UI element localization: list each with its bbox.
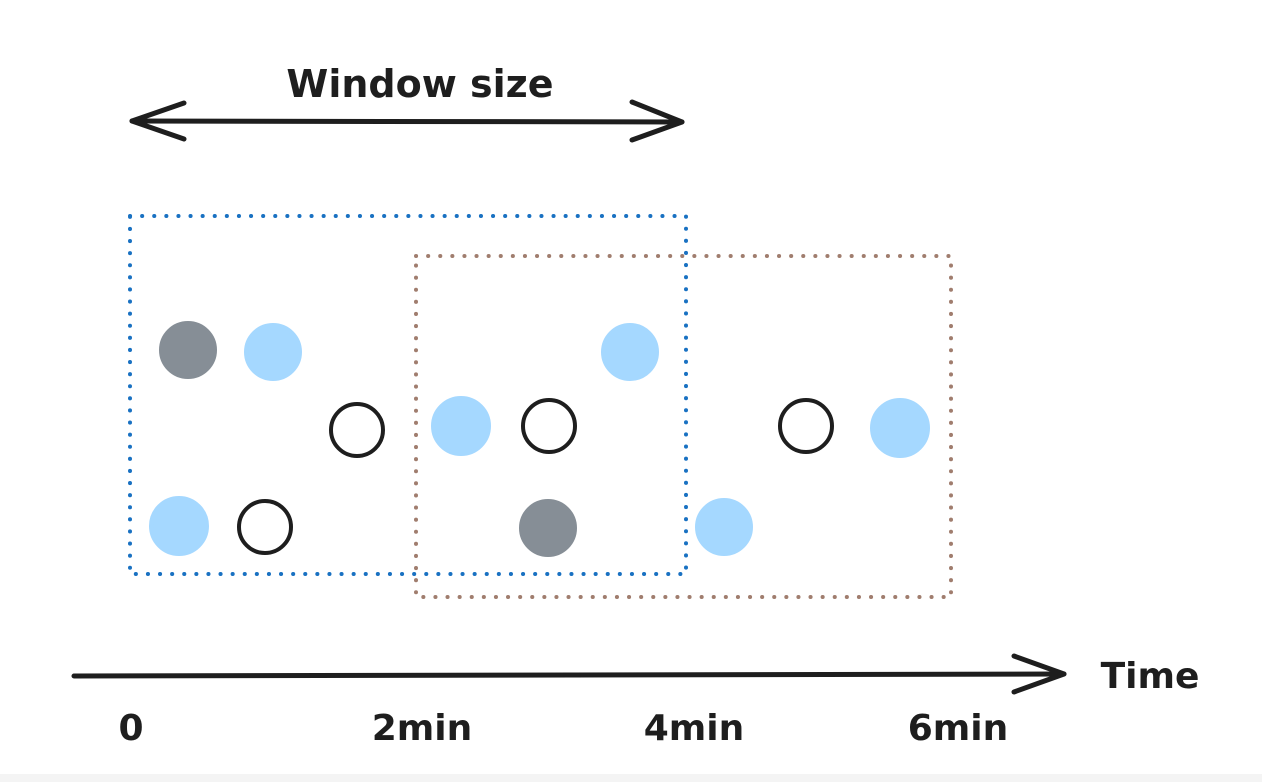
event-outline [329, 402, 385, 458]
window-size-arrow-shaft [129, 118, 685, 125]
time-axis [71, 653, 1067, 695]
window-size-arrow-left-head [129, 100, 187, 142]
event-outline [778, 398, 834, 454]
event-gray-filled [519, 499, 577, 557]
window-size-label: Window size [286, 62, 553, 106]
event-gray-filled [159, 321, 217, 379]
events-layer [149, 321, 930, 557]
event-light-blue [244, 323, 302, 381]
time-axis-label: Time [1101, 656, 1200, 697]
tick-label-6min: 6min [908, 708, 1009, 749]
bottom-strip [0, 774, 1262, 782]
time-axis-line [71, 671, 1067, 679]
window-size-arrow-right-head [629, 99, 685, 143]
window-2-frame [414, 254, 953, 599]
event-outline [237, 499, 293, 555]
time-axis-arrow-head [1011, 653, 1067, 695]
event-light-blue [870, 398, 930, 458]
event-outline [521, 398, 577, 454]
event-light-blue [601, 323, 659, 381]
window-1-frame [128, 214, 688, 576]
window-size-arrow [129, 99, 685, 143]
event-light-blue [695, 498, 753, 556]
tick-label-0: 0 [118, 708, 143, 749]
tick-label-2min: 2min [372, 708, 473, 749]
event-light-blue [149, 496, 209, 556]
event-light-blue [431, 396, 491, 456]
tick-label-4min: 4min [644, 708, 745, 749]
